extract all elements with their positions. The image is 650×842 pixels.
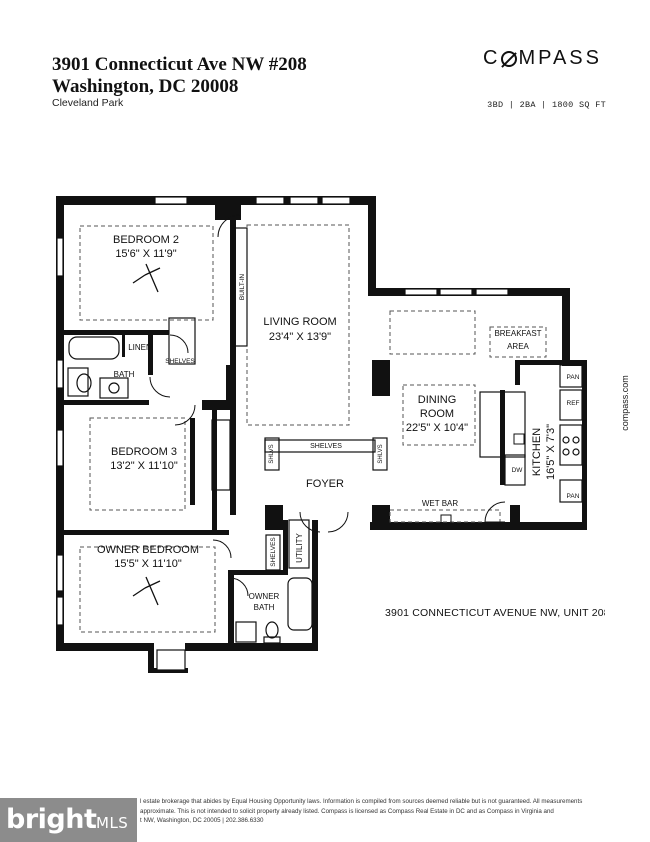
kitchen-dims: 16'5" X 7'3" <box>545 424 557 480</box>
address-title: 3901 Connecticut Ave NW #208 Washington,… <box>52 54 307 98</box>
shlvs-left-label: SHLVS <box>269 444 275 463</box>
bedroom3-name: BEDROOM 3 <box>111 446 177 458</box>
breakfast-line1: BREAKFAST <box>494 329 541 338</box>
bath-label: BATH <box>114 370 135 379</box>
dining-line1: DINING <box>418 394 457 406</box>
disclaimer-line3: t NW, Washington, DC 20005 | 202.386.633… <box>140 817 264 824</box>
owner-bedroom-dims: 15'5" X 11'10" <box>114 558 182 570</box>
dining-line2: ROOM <box>420 408 454 420</box>
shelves-owner-label: SHELVES <box>270 537 277 567</box>
bedroom3-dims: 13'2" X 11'10" <box>110 460 178 472</box>
property-specs: 3BD | 2BA | 1800 SQ FT <box>487 100 606 110</box>
pan-bottom-label: PAN <box>567 493 580 500</box>
ceiling-fans <box>132 263 161 606</box>
dw-label: DW <box>512 467 524 474</box>
exterior-walls <box>56 196 587 673</box>
pan-top-label: PAN <box>567 374 580 381</box>
utility-label: UTILITY <box>295 532 304 562</box>
interior-walls <box>64 330 563 575</box>
address-line-1: 3901 Connecticut Ave NW #208 <box>52 54 307 75</box>
fixtures <box>67 227 583 644</box>
linen-label: LINEN <box>128 343 152 352</box>
foyer-label: FOYER <box>306 478 344 490</box>
owner-bath-line1: OWNER <box>249 592 280 601</box>
plan-address-note: 3901 CONNECTICUT AVENUE NW, UNIT 208, W <box>385 607 605 619</box>
kitchen-name: KITCHEN <box>531 428 543 476</box>
neighborhood-label: Cleveland Park <box>52 97 124 109</box>
bedroom2-dims: 15'6" X 11'9" <box>115 248 176 260</box>
breakfast-line2: AREA <box>507 342 529 351</box>
built-in-label: BUILT-IN <box>239 274 246 301</box>
wet-bar-label: WET BAR <box>422 499 459 508</box>
mls-wordmark: MLS <box>96 814 129 832</box>
shelves-hall-label: SHELVES <box>310 443 342 450</box>
owner-bath-line2: BATH <box>254 603 275 612</box>
living-room-dims: 23'4" X 13'9" <box>269 331 331 343</box>
dining-dims: 22'5" X 10'4" <box>406 422 468 434</box>
address-line-2: Washington, DC 20008 <box>52 76 239 97</box>
shlvs-right-label: SHLVS <box>378 444 384 463</box>
bright-wordmark: bright <box>6 804 97 835</box>
disclaimer: l estate brokerage that abides by Equal … <box>140 797 610 826</box>
shelves-small-label: SHELVES <box>165 358 195 365</box>
living-room-name: LIVING ROOM <box>263 316 336 328</box>
disclaimer-line2: approximate. This is not intended to sol… <box>140 807 554 815</box>
bedroom2-name: BEDROOM 2 <box>113 234 179 246</box>
owner-bedroom-name: OWNER BEDROOM <box>97 544 199 556</box>
disclaimer-line1: l estate brokerage that abides by Equal … <box>140 798 583 805</box>
bright-mls-watermark: bright MLS <box>0 798 137 842</box>
room-labels: BEDROOM 2 15'6" X 11'9" LINEN SHELVES BA… <box>97 234 580 612</box>
sinks <box>440 433 525 524</box>
ref-label: REF <box>567 400 580 407</box>
windows <box>56 196 509 671</box>
door-swings <box>149 214 506 597</box>
